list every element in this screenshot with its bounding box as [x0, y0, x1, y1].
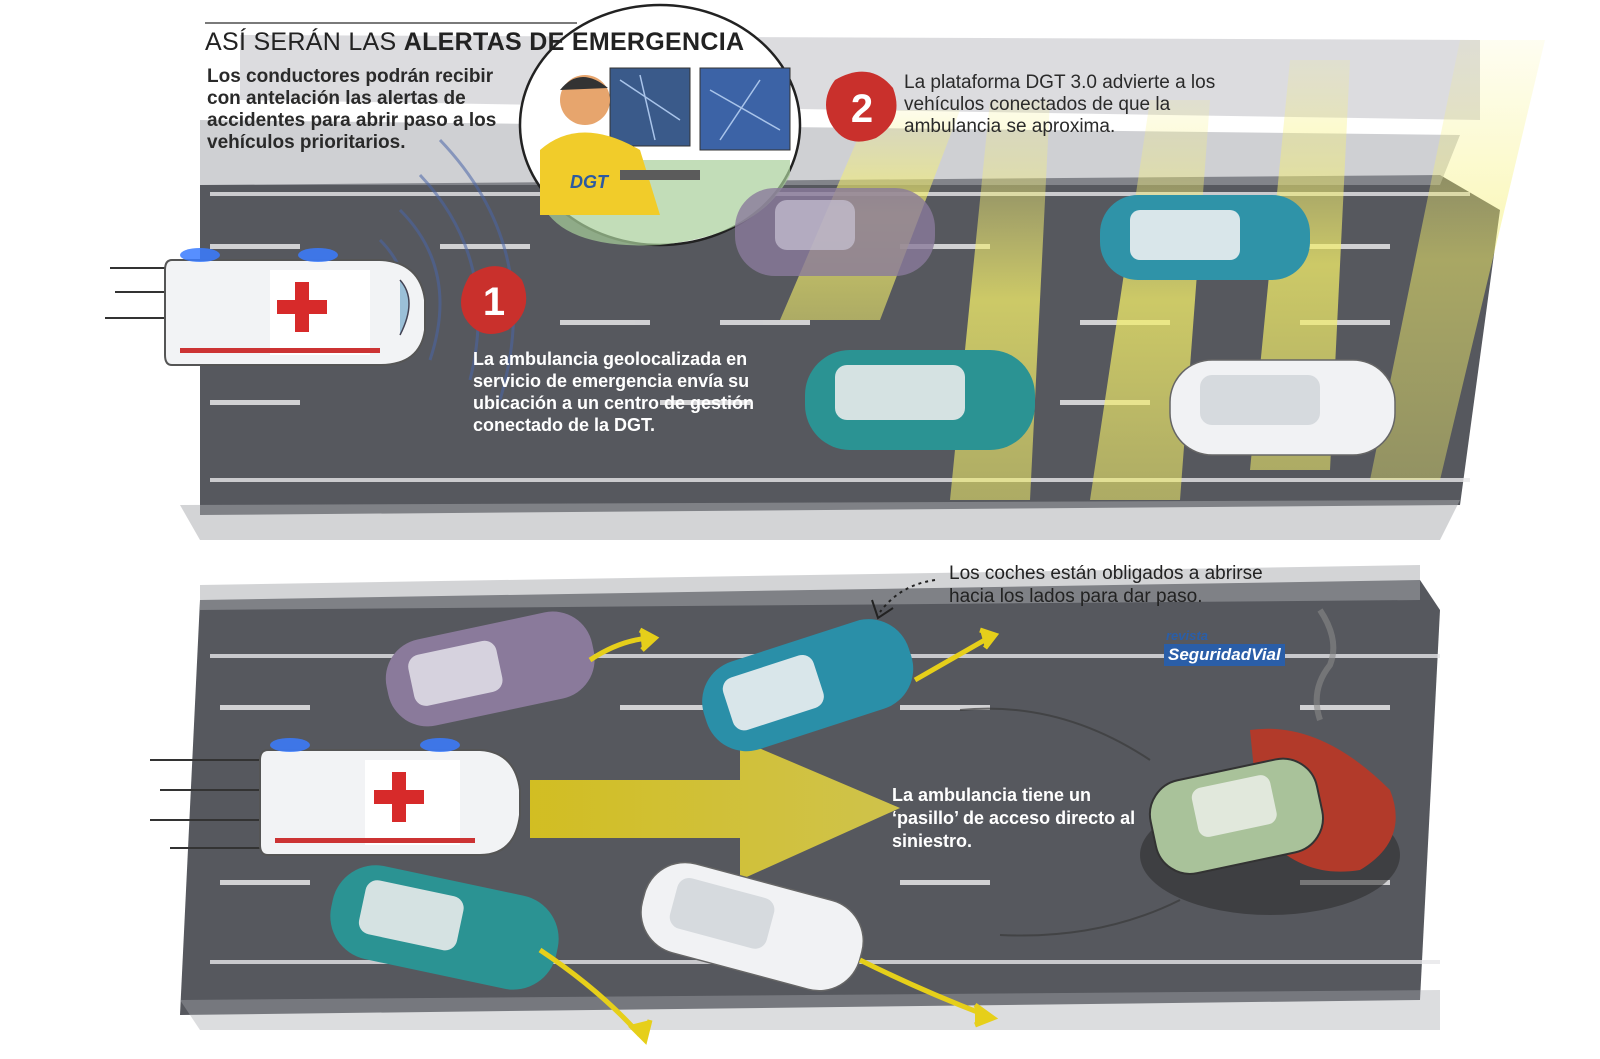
- crash-scene: [959, 608, 1400, 937]
- operator-shirt-label: DGT: [570, 172, 610, 192]
- note-pointer-head: [871, 599, 894, 620]
- magazine-logo: revista SeguridadVial: [1164, 628, 1299, 668]
- title-rule: [205, 22, 577, 24]
- logo-top-text: revista: [1166, 628, 1208, 643]
- step-2-badge: [826, 71, 897, 142]
- corridor-note: La ambulancia tiene un ‘pasillo’ de acce…: [892, 785, 1136, 851]
- lane-arrows: [538, 627, 1000, 1045]
- ambulance-lower: [150, 738, 521, 856]
- step-1-number: 1: [483, 280, 505, 324]
- step-1-text: La ambulancia geolocalizada en servicio …: [473, 349, 755, 435]
- ambulance-upper: [105, 248, 426, 366]
- corridor-arrow: [530, 740, 900, 880]
- step-2-text: La plataforma DGT 3.0 advierte a los veh…: [904, 72, 1216, 137]
- title-light: ASÍ SERÁN LAS: [205, 28, 397, 56]
- step-2-number: 2: [851, 87, 873, 131]
- car-lower-teal-top: [702, 619, 914, 752]
- control-center: [518, 3, 802, 247]
- car-lower-white: [640, 861, 865, 992]
- car-upper-purple: [735, 188, 935, 276]
- cars-note: Los coches están obligados a abrirse hac…: [949, 563, 1263, 607]
- logo-main-text: SeguridadVial: [1164, 644, 1285, 666]
- car-lower-purple: [385, 611, 595, 727]
- car-upper-white: [1169, 359, 1396, 456]
- car-lower-teal-bottom: [330, 865, 559, 990]
- intro-text: Los conductores podrán recibir con antel…: [207, 66, 497, 153]
- car-upper-teal-left: [805, 350, 1035, 450]
- car-upper-teal-right: [1100, 195, 1310, 280]
- step-1-badge: [461, 266, 527, 334]
- title-bold: ALERTAS DE EMERGENCIA: [403, 28, 745, 56]
- page-title: ASÍ SERÁN LAS ALERTAS DE EMERGENCIA: [205, 28, 744, 57]
